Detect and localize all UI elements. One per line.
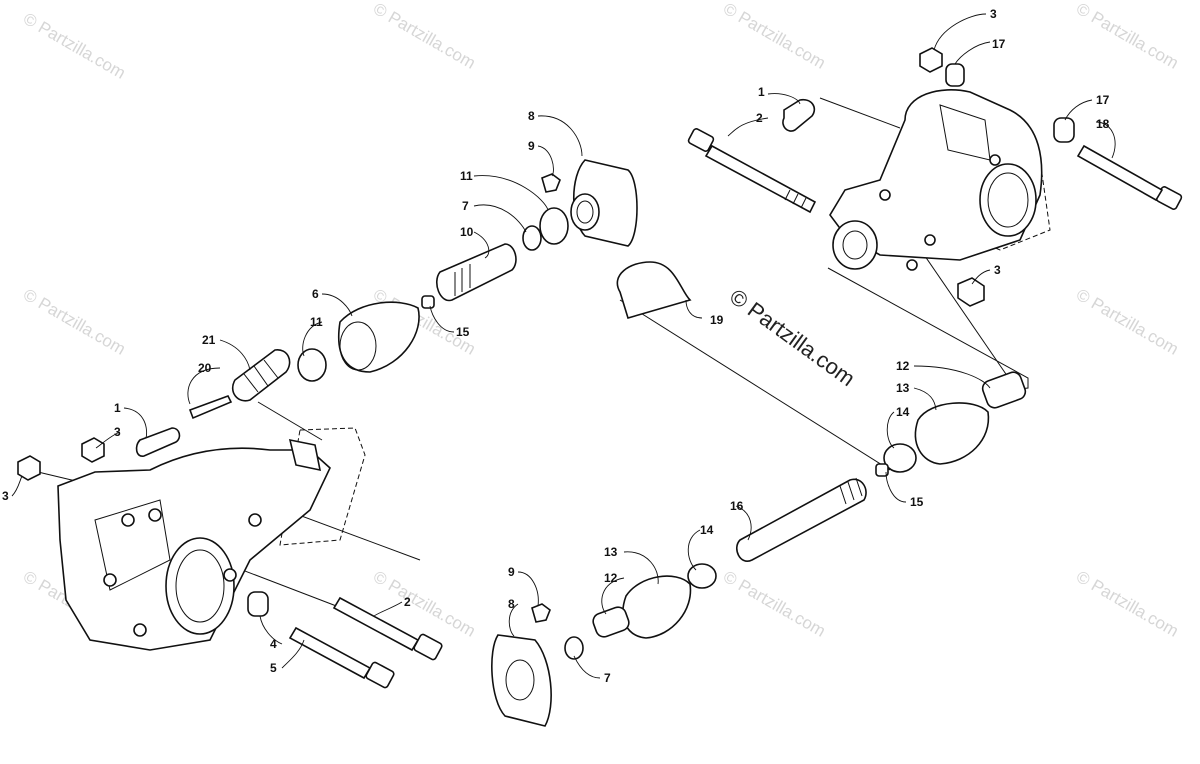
strap [616, 261, 692, 319]
nut [919, 47, 943, 73]
boot-clamp [687, 563, 717, 589]
watermark-text: © Partzilla.com [20, 285, 129, 359]
callout-2: 2 [756, 111, 763, 125]
lower-driveshaft-group [491, 261, 1027, 727]
watermark-text: © Partzilla.com [1073, 0, 1182, 73]
breather-hose [782, 98, 816, 132]
retaining-ring [564, 636, 584, 660]
callout-16: 16 [730, 499, 744, 513]
front-gearcase [57, 427, 366, 651]
callout-10: 10 [460, 225, 474, 239]
callout-3: 3 [2, 489, 9, 503]
spacer [875, 463, 889, 477]
callout-17: 17 [992, 37, 1006, 51]
input-shaft-spring [231, 349, 291, 402]
callout-3: 3 [114, 425, 121, 439]
callout-12: 12 [896, 359, 910, 373]
callout-11: 11 [460, 169, 473, 183]
callout-12: 12 [604, 571, 618, 585]
callout-20: 20 [198, 361, 212, 375]
spacer [421, 295, 435, 309]
watermark-text: © Partzilla.com [20, 9, 129, 83]
watermark-text: © Partzilla.com [370, 0, 479, 73]
watermark-text: © Partzilla.com [720, 567, 829, 641]
nut [17, 455, 41, 481]
o-ring [297, 348, 327, 382]
watermark-text: © Partzilla.com [720, 0, 829, 73]
callout-6: 6 [312, 287, 319, 301]
callout-9: 9 [508, 565, 515, 579]
boot-clamp [981, 371, 1027, 409]
flange-bolt [541, 173, 561, 193]
watermark-text: © Partzilla.com [1073, 285, 1182, 359]
bushing [247, 591, 269, 617]
drive-shaft [736, 478, 867, 562]
rear-gearcase [829, 89, 1051, 271]
callout-18: 18 [1096, 117, 1110, 131]
callout-17: 17 [1096, 93, 1110, 107]
callout-14: 14 [700, 523, 714, 537]
callout-leaders [11, 13, 1116, 679]
connector [188, 395, 233, 420]
nut [81, 437, 105, 463]
cv-boot [337, 301, 420, 373]
cv-boot [914, 402, 990, 465]
rear-hardware [687, 47, 1183, 307]
watermark-center: © Partzilla.com [725, 284, 860, 391]
bushing [945, 63, 965, 87]
callout-5: 5 [270, 661, 277, 675]
breather-hose [135, 427, 181, 457]
callout-11: 11 [310, 315, 323, 329]
callout-15: 15 [910, 495, 924, 509]
callout-labels: 3 17 1 2 17 18 3 8 9 11 7 10 6 11 15 21 … [2, 7, 1110, 685]
drive-shaft [436, 243, 517, 302]
front-hardware [17, 437, 443, 689]
callout-14: 14 [896, 405, 910, 419]
callout-8: 8 [528, 109, 535, 123]
boot-clamp [592, 606, 630, 638]
flange-bolt [531, 603, 551, 623]
callout-1: 1 [758, 85, 765, 99]
cv-boot [622, 575, 692, 639]
o-ring [539, 207, 569, 245]
callout-9: 9 [528, 139, 535, 153]
upper-driveshaft-group [135, 159, 638, 457]
callout-7: 7 [462, 199, 469, 213]
nut [957, 277, 985, 307]
long-bolt [332, 596, 443, 661]
callout-15: 15 [456, 325, 470, 339]
callout-4: 4 [270, 637, 277, 651]
long-bolt [1076, 144, 1183, 210]
bushing [1053, 117, 1075, 143]
callout-13: 13 [896, 381, 910, 395]
long-bolt [288, 626, 395, 689]
boot-clamp [883, 443, 917, 473]
callout-3: 3 [990, 7, 997, 21]
callout-3: 3 [994, 263, 1001, 277]
output-flange [491, 634, 552, 727]
callout-2: 2 [404, 595, 411, 609]
callout-21: 21 [202, 333, 216, 347]
callout-8: 8 [508, 597, 515, 611]
retaining-ring [522, 225, 542, 251]
watermark-text: © Partzilla.com [1073, 567, 1182, 641]
long-bolt [687, 128, 817, 214]
callout-13: 13 [604, 545, 618, 559]
callout-7: 7 [604, 671, 611, 685]
callout-19: 19 [710, 313, 724, 327]
callout-1: 1 [114, 401, 121, 415]
